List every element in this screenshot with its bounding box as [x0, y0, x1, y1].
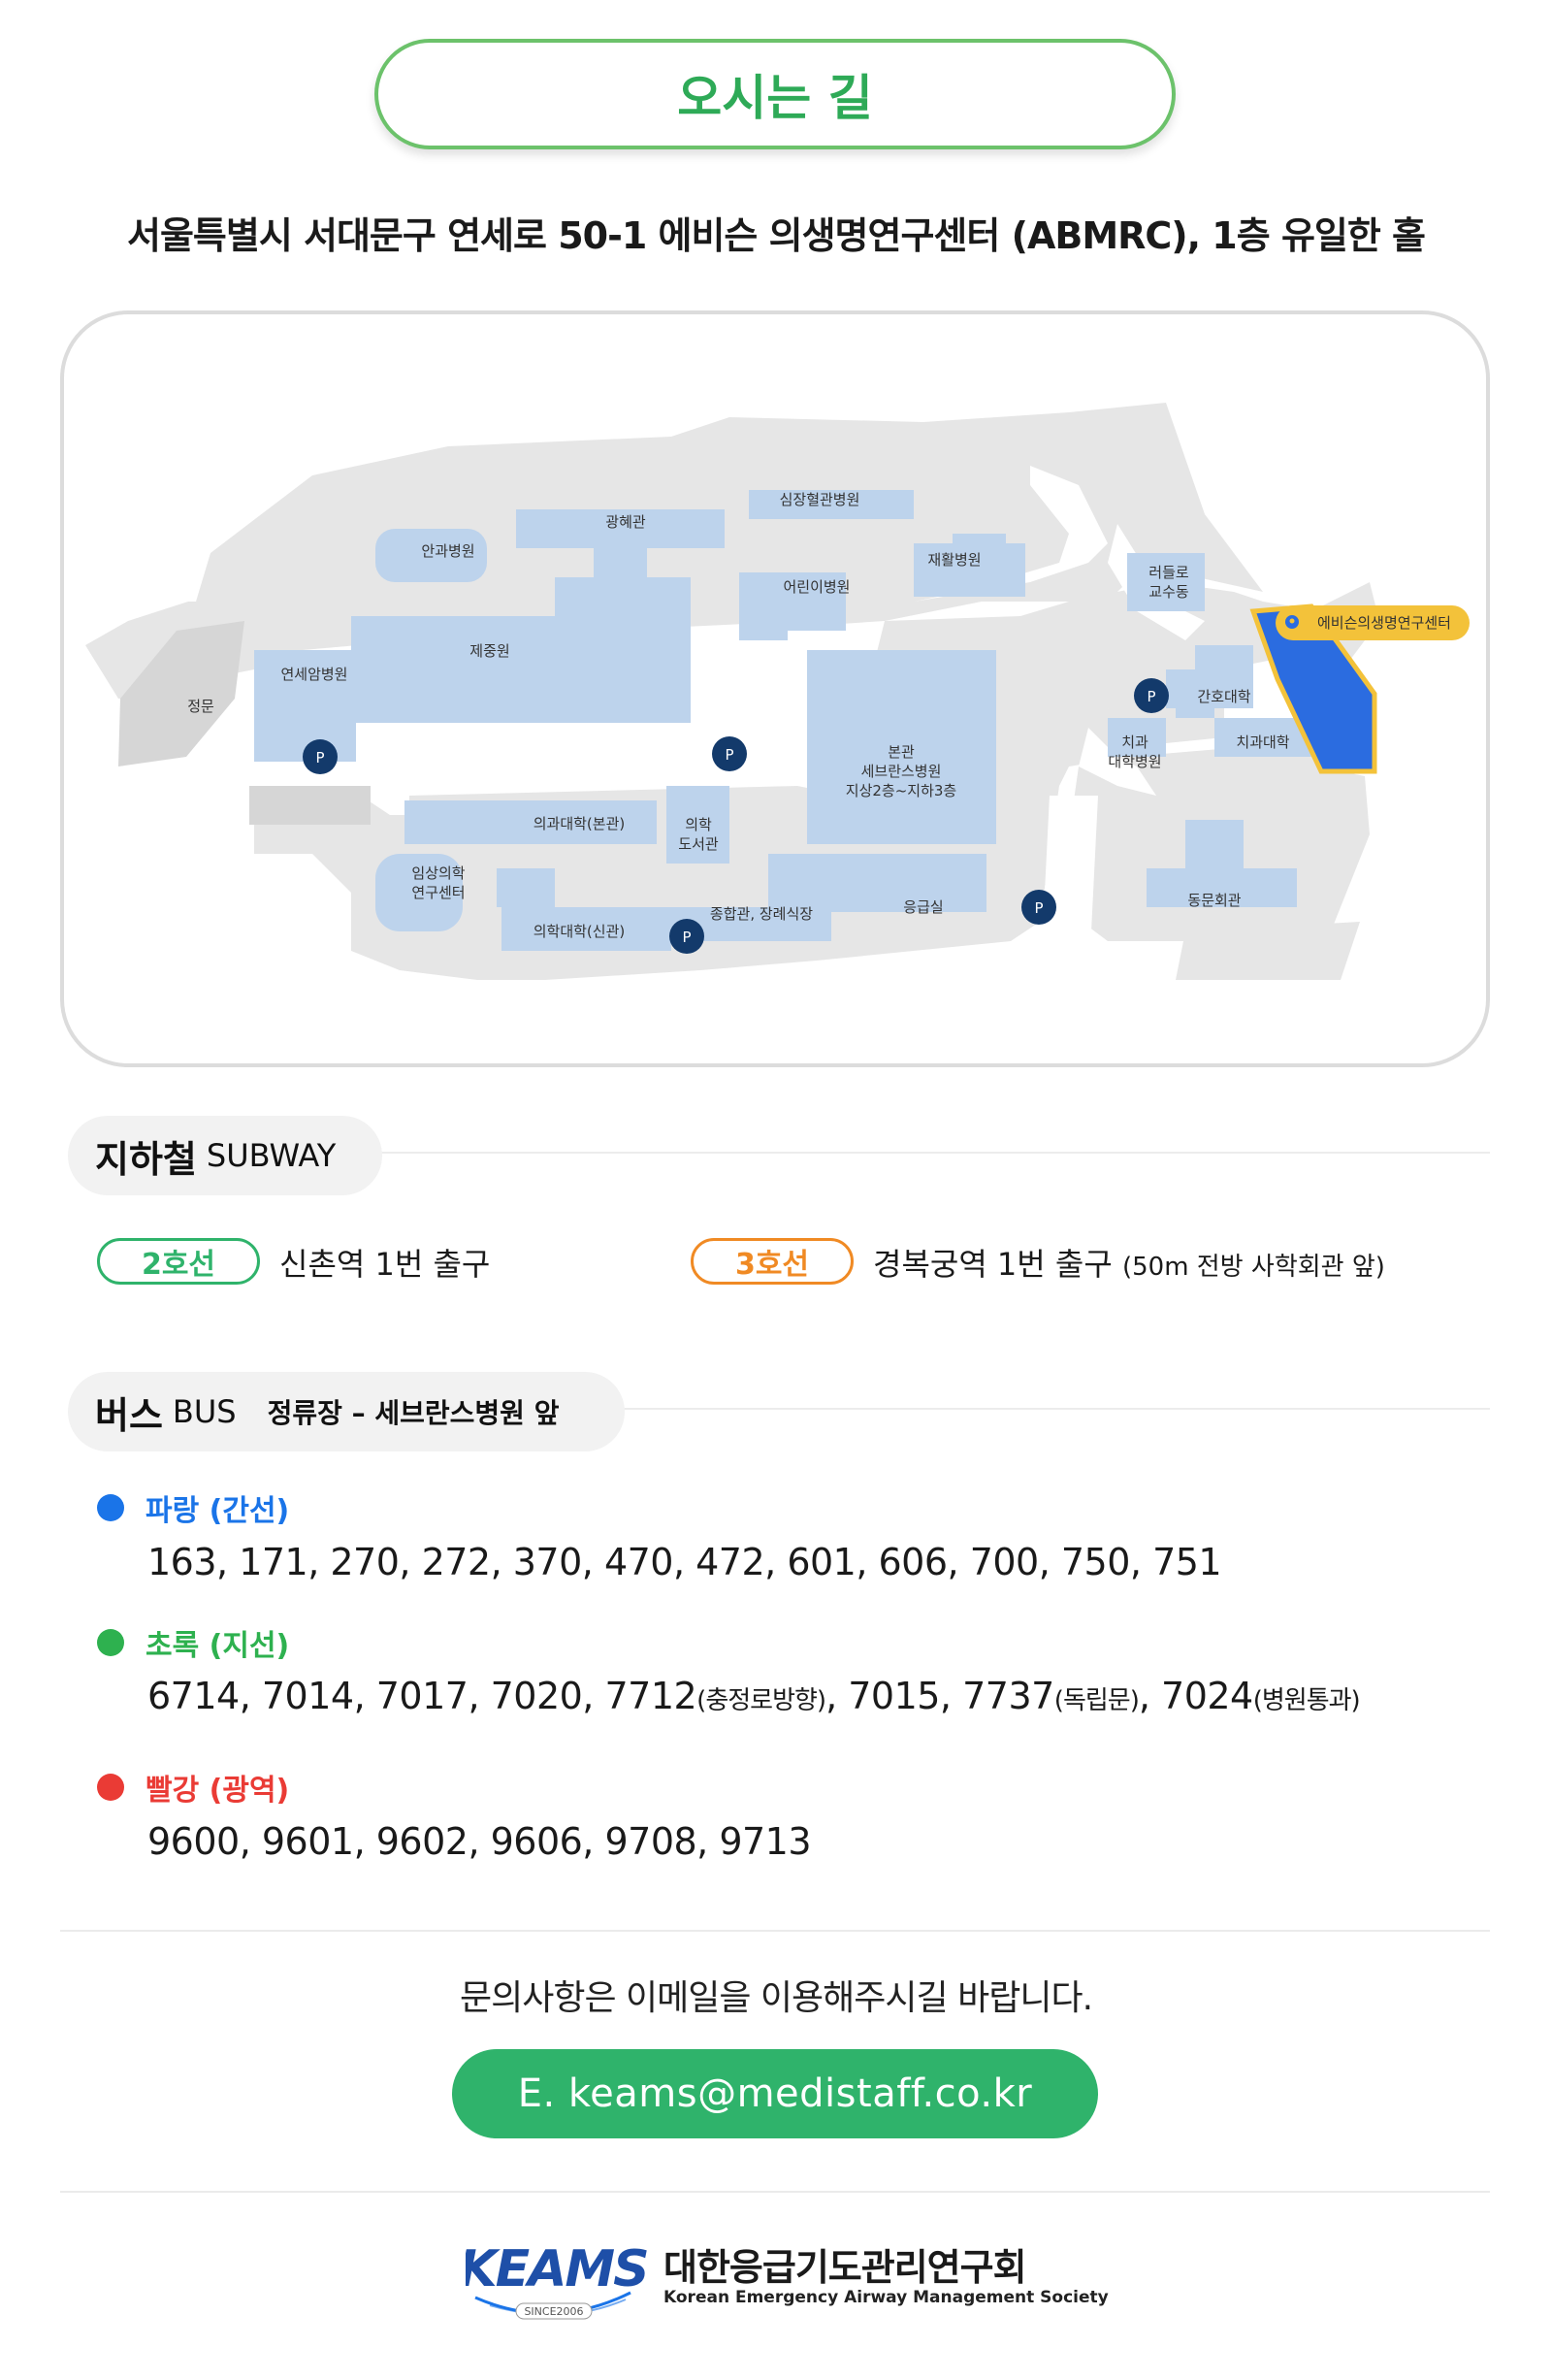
map-label-cancer-hospital: 연세암병원 [280, 666, 347, 683]
svg-text:P: P [1147, 688, 1155, 705]
red-bus-label: 빨강 (광역) [146, 1774, 290, 1808]
keams-logo: KEAMS SINCE2006 [458, 2230, 660, 2327]
gate-strip [249, 786, 371, 825]
contact-divider [60, 1930, 1490, 1932]
org-name-en: Korean Emergency Airway Management Socie… [663, 2288, 1109, 2307]
bus-header: 버스 BUS 정류장 – 세브란스병원 앞 [68, 1372, 625, 1451]
org-name-ko: 대한응급기도관리연구회 [663, 2246, 1027, 2289]
map-label-dental-college: 치과대학 [1236, 734, 1289, 751]
green-bus-dot [97, 1629, 124, 1656]
line3-note: (50m 전방 사학회관 앞) [1121, 1253, 1385, 1282]
campus-map: 에비슨의생명연구센터 P P P P P 정문 안과병원 광혜관 심장혈관병원 … [60, 310, 1490, 1067]
svg-text:P: P [682, 929, 691, 946]
svg-text:P: P [1034, 899, 1043, 917]
svg-text:P: P [315, 749, 324, 766]
map-label-funeral-hall: 종합관, 장례식장 [710, 905, 813, 923]
bus-title: 버스 [95, 1393, 163, 1437]
svg-text:세브란스병원: 세브란스병원 [861, 763, 942, 780]
map-label-medical-library: 의학 [685, 816, 712, 833]
buildings [254, 490, 1311, 951]
blue-bus-label: 파랑 (간선) [146, 1494, 290, 1528]
map-label-alumni-hall: 동문회관 [1187, 892, 1241, 909]
bus-divider [543, 1408, 1490, 1410]
parking-icon: P [669, 919, 704, 954]
footer-divider [60, 2191, 1490, 2193]
subway-title: 지하철 [95, 1137, 197, 1181]
since-text: SINCE2006 [524, 2305, 583, 2318]
svg-text:대학병원: 대학병원 [1108, 753, 1161, 770]
parking-icon: P [712, 736, 747, 771]
main-gate-area [118, 621, 244, 766]
subway-header: 지하철 SUBWAY [68, 1116, 382, 1195]
parking-icons: P P P P P [303, 678, 1169, 954]
inquiry-text: 문의사항은 이메일을 이용해주시길 바랍니다. [459, 1978, 1093, 2018]
map-label-children-hospital: 어린이병원 [783, 578, 850, 596]
subway-divider [310, 1152, 1490, 1154]
svg-text:교수동: 교수동 [1148, 583, 1189, 601]
line2-tag: 2호선 [97, 1238, 260, 1285]
line2-text: 신촌역 1번 출구 [279, 1246, 491, 1283]
parking-icon: P [1021, 890, 1056, 925]
line3-tag: 3호선 [691, 1238, 854, 1285]
svg-text:연구센터: 연구센터 [411, 884, 465, 901]
page-title: 오시는 길 [374, 39, 1176, 149]
map-label-medical-college-main: 의과대학(본관) [534, 815, 626, 832]
bus-title-en: BUS [172, 1393, 237, 1430]
svg-text:지상2층~지하3층: 지상2층~지하3층 [846, 782, 956, 799]
parking-icon: P [1134, 678, 1169, 713]
map-label-heart-hospital: 심장혈관병원 [780, 491, 860, 508]
line3-info: 경복궁역 1번 출구 (50m 전방 사학회관 앞) [873, 1240, 1385, 1285]
map-label-russell-hall: 러들로 [1148, 564, 1189, 581]
map-label-clinical-research: 임상의학 [411, 864, 465, 882]
svg-text:P: P [725, 746, 733, 764]
address: 서울특별시 서대문구 연세로 50-1 에비슨 의생명연구센터 (ABMRC),… [126, 214, 1426, 257]
map-label-gwanghyegwan: 광혜관 [605, 513, 646, 531]
line3-text: 경복궁역 1번 출구 [873, 1246, 1113, 1283]
map-label-jejungwon: 제중원 [469, 642, 509, 660]
map-label-eye-hospital: 안과병원 [421, 542, 474, 560]
red-bus-routes: 9600, 9601, 9602, 9606, 9708, 9713 [147, 1820, 812, 1863]
green-bus-routes: 6714, 7014, 7017, 7020, 7712(충정로방향), 701… [147, 1675, 1361, 1717]
blue-bus-routes: 163, 171, 270, 272, 370, 470, 472, 601, … [147, 1541, 1222, 1583]
keams-logo-mark: KEAMS SINCE2006 [458, 2240, 650, 2320]
keams-logo-text: KEAMS [466, 2240, 648, 2298]
blue-bus-dot [97, 1494, 124, 1521]
svg-text:도서관: 도서관 [678, 835, 719, 853]
map-label-dental-hospital: 치과 [1121, 734, 1148, 751]
map-label-main-building: 본관 [888, 743, 915, 761]
target-callout: 에비슨의생명연구센터 [1276, 605, 1470, 640]
map-label-nursing-college: 간호대학 [1197, 688, 1250, 705]
map-label-medical-college-new: 의학대학(신관) [534, 923, 626, 940]
email-button[interactable]: E. keams@medistaff.co.kr [452, 2049, 1098, 2138]
campus-map-svg: 에비슨의생명연구센터 P P P P P 정문 안과병원 광혜관 심장혈관병원 … [85, 403, 1470, 990]
green-bus-label: 초록 (지선) [146, 1629, 290, 1663]
map-label-main-gate: 정문 [187, 698, 214, 715]
red-bus-dot [97, 1774, 124, 1801]
subway-title-en: SUBWAY [206, 1137, 337, 1174]
target-label: 에비슨의생명연구센터 [1317, 614, 1451, 632]
map-label-emergency: 응급실 [903, 898, 943, 916]
map-label-rehab-hospital: 재활병원 [927, 551, 981, 569]
bus-stop: 정류장 – 세브란스병원 앞 [267, 1397, 560, 1429]
parking-icon: P [303, 739, 338, 774]
